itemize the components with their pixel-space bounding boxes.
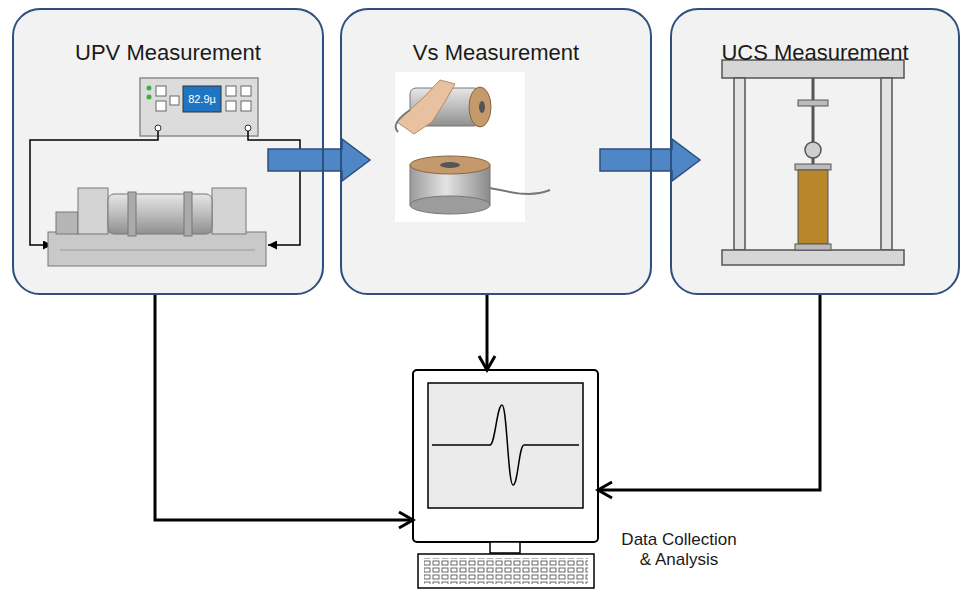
sample-holder	[48, 188, 266, 266]
signal-wire	[248, 131, 300, 245]
box-fill	[670, 8, 960, 295]
box-title: Vs Measurement	[342, 10, 650, 66]
block-arrow	[268, 139, 370, 181]
box-title: UCS Measurement	[672, 10, 958, 66]
node-caption: Data Collection & Analysis	[617, 530, 741, 570]
computer-icon	[413, 370, 598, 588]
data-arrow	[155, 295, 413, 520]
computer-node: Data Collection & Analysis	[413, 370, 598, 542]
block-arrow	[600, 139, 700, 181]
box-title: UPV Measurement	[14, 10, 322, 66]
process-box: UPV Measurement	[12, 8, 324, 295]
data-arrow	[598, 295, 820, 490]
data-arrow	[486, 295, 489, 370]
bender-transducers	[395, 72, 550, 222]
pulser-unit	[140, 78, 258, 136]
display-reading: 82.9µ	[183, 86, 221, 112]
process-box: UCS Measurement	[670, 8, 960, 295]
load-frame	[722, 60, 904, 265]
process-box: Vs Measurement	[340, 8, 652, 295]
